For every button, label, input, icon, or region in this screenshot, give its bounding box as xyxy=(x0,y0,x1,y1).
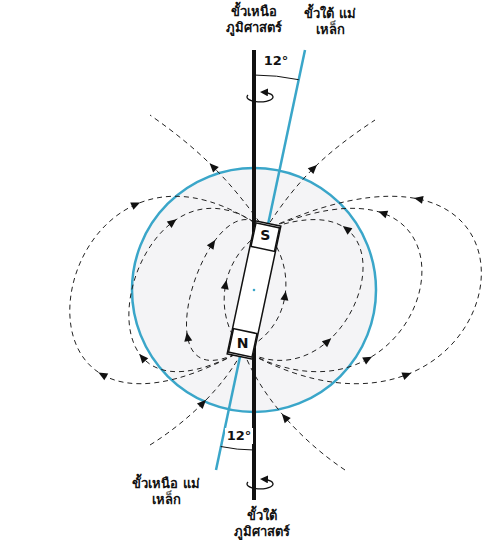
magnetic-south-label: ขั้วใต้ แม่เหล็ก xyxy=(292,6,368,39)
angle-arc xyxy=(254,75,299,80)
pole-letter: N xyxy=(237,335,249,353)
bar-magnet xyxy=(227,221,281,359)
field-arrowhead xyxy=(322,335,334,347)
field-lines xyxy=(70,115,482,470)
field-arrowhead xyxy=(197,397,209,409)
magnetic-north-label: ขั้วเหนือ แม่เหล็ก xyxy=(124,476,208,509)
field-arrowhead xyxy=(280,291,289,301)
angle-arc xyxy=(221,447,254,451)
field-arrowhead xyxy=(207,161,219,173)
field-arrowhead xyxy=(136,351,148,363)
magnetic-axis xyxy=(216,50,305,470)
field-arrowhead xyxy=(401,369,412,380)
field-arrowhead xyxy=(377,208,388,219)
field-arrowhead xyxy=(207,238,219,250)
field-arrowhead xyxy=(308,162,320,174)
field-arrowhead xyxy=(340,223,352,235)
angle-label: 12° xyxy=(262,53,291,69)
rotation-arrow xyxy=(247,92,273,102)
field-arrows xyxy=(96,161,423,424)
field-arrowhead xyxy=(362,353,374,364)
geographic-south-label: ขั้วใต้ ภูมิศาสตร์ xyxy=(215,508,309,541)
angle-label: 12° xyxy=(225,428,254,444)
geographic-north-label: ขั้วเหนือ ภูมิศาสตร์ xyxy=(209,4,299,37)
field-arrowhead xyxy=(279,411,291,423)
field-arrowhead xyxy=(413,194,423,204)
field-arrowhead xyxy=(167,216,179,228)
pole-letter: S xyxy=(260,227,270,245)
field-arrowhead xyxy=(183,332,192,342)
field-arrowhead xyxy=(130,199,141,210)
field-arrowhead xyxy=(96,369,108,380)
field-arrowhead xyxy=(221,279,231,289)
rotation-arrow xyxy=(247,479,273,489)
